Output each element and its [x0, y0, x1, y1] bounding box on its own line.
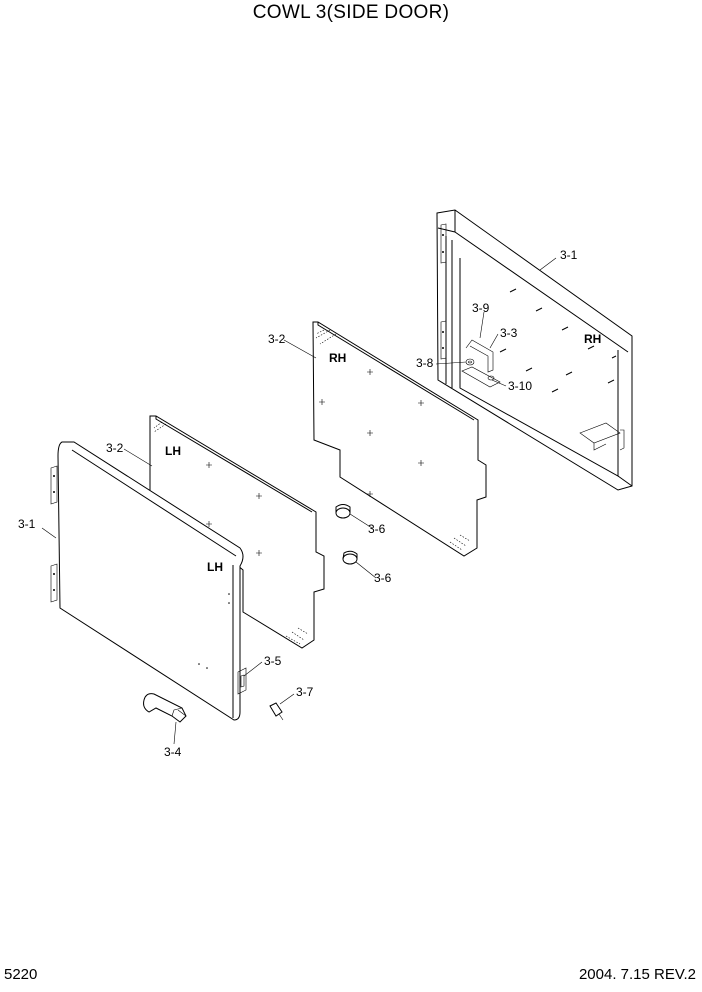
rubber-stopper-rh — [335, 504, 351, 519]
lock-assembly — [237, 667, 247, 695]
lh-pad-side-label: LH — [165, 444, 181, 458]
rh-side-door — [436, 209, 633, 491]
rubber-stopper-lh — [342, 550, 358, 565]
door-handle — [143, 693, 187, 723]
lh-door-side-label: LH — [207, 560, 223, 574]
callout-stopper-lh: 3-6 — [374, 571, 392, 585]
rh-pad-side-label: RH — [329, 351, 346, 365]
callout-rh-bolt: 3-9 — [472, 301, 490, 315]
page-title: COWL 3(SIDE DOOR) — [252, 2, 450, 23]
callout-lock: 3-5 — [264, 654, 282, 668]
page-number: 5220 — [4, 966, 38, 983]
callout-screw: 3-7 — [296, 685, 314, 699]
callout-lh-pad: 3-2 — [106, 441, 124, 455]
callout-rh-bracket: 3-10 — [508, 379, 532, 393]
lh-insulation-pad — [149, 415, 325, 649]
callout-lh-door: 3-1 — [18, 517, 36, 531]
rh-insulation-pad — [312, 321, 487, 557]
rh-door-side-label: RH — [584, 332, 601, 346]
screw — [269, 702, 284, 721]
callout-rh-latch-plate: 3-3 — [500, 326, 518, 340]
callout-rh-pad: 3-2 — [268, 332, 286, 346]
revision-date: 2004. 7.15 REV.2 — [578, 966, 696, 983]
callout-handle: 3-4 — [164, 745, 182, 759]
callout-rh-washer: 3-8 — [416, 356, 434, 370]
callout-stopper-rh: 3-6 — [368, 522, 386, 536]
leader-lines — [41, 257, 557, 745]
callout-rh-door: 3-1 — [560, 248, 578, 262]
lh-side-door — [50, 441, 244, 721]
